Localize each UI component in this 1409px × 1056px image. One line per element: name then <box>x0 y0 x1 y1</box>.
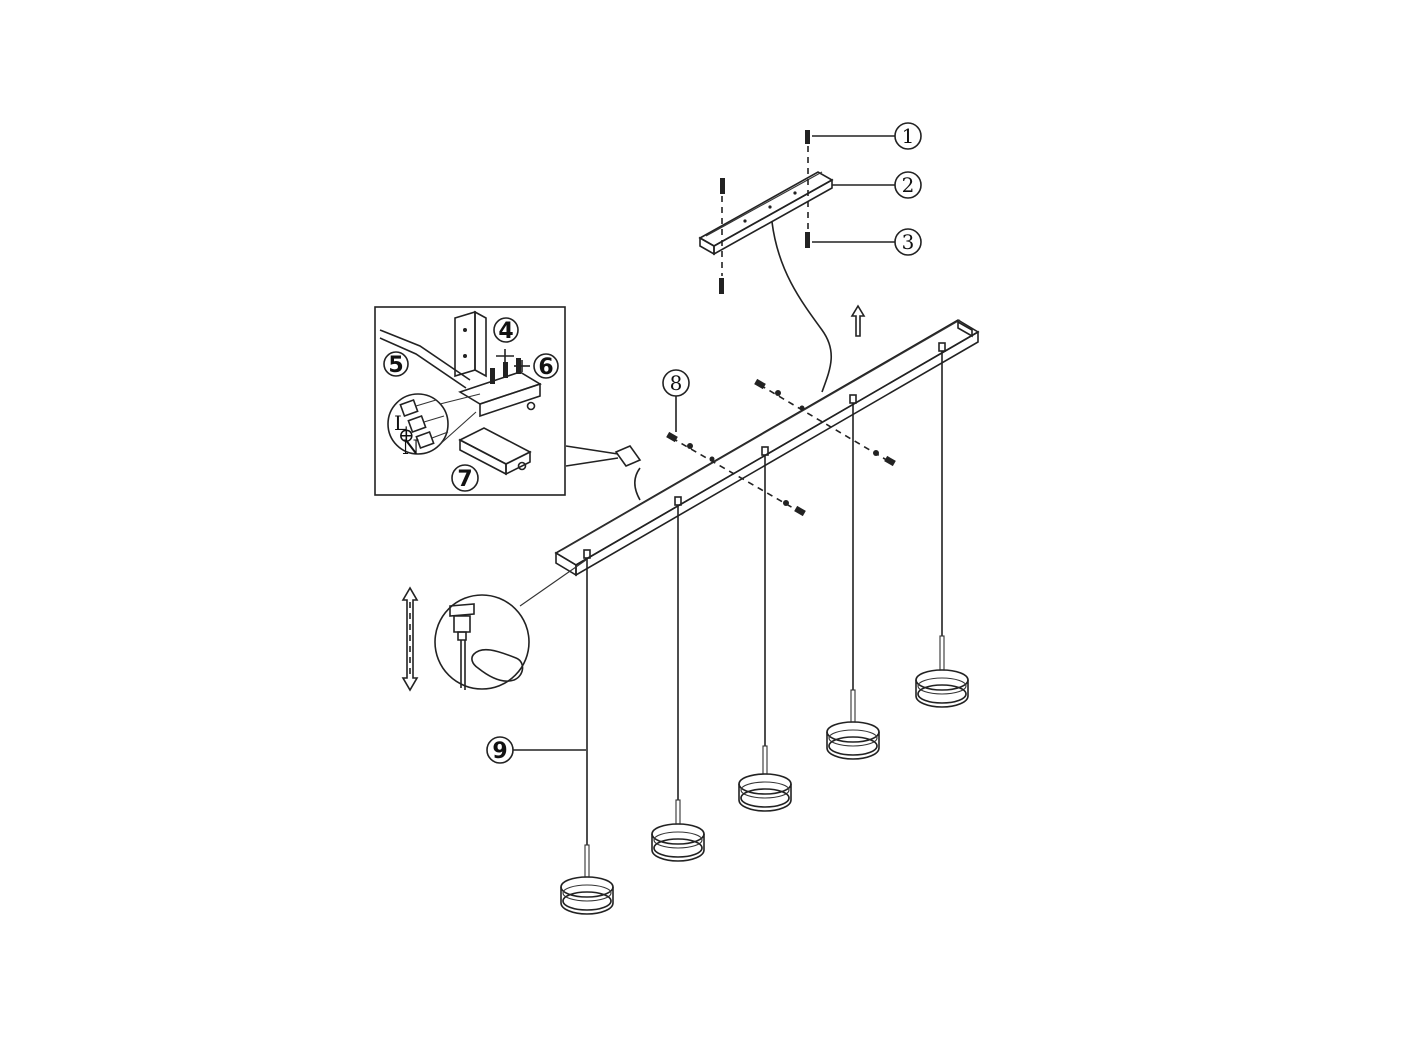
svg-text:6: 6 <box>538 355 553 380</box>
wiring-inset: L ⊕ N <box>374 306 566 496</box>
svg-text:L: L <box>394 411 407 435</box>
callout-8: 8 <box>662 369 690 432</box>
supply-wire <box>771 221 833 393</box>
bar-mounting-screws <box>666 378 896 517</box>
svg-text:9: 9 <box>492 739 507 764</box>
pendant-shade <box>826 721 880 760</box>
pendant-shade <box>560 876 614 915</box>
up-arrow-icon <box>850 304 866 337</box>
callout-3: 3 <box>894 228 922 256</box>
svg-text:N: N <box>402 435 420 459</box>
pendant-shade <box>651 823 705 862</box>
pendant-3 <box>738 446 792 812</box>
pendant-5 <box>915 342 969 708</box>
callout-1: 1 <box>894 122 922 150</box>
pendant-cable-clamp <box>849 394 857 404</box>
pendant-stem <box>939 635 945 671</box>
svg-text:2: 2 <box>902 173 915 197</box>
pendant-1 <box>560 549 614 915</box>
driver-wire <box>633 467 641 501</box>
ceiling-screws <box>719 130 810 294</box>
pendant-cable-clamp <box>938 342 946 352</box>
svg-text:⊕: ⊕ <box>398 423 415 447</box>
pendant-4 <box>826 394 880 760</box>
pendant-stem <box>584 844 590 878</box>
pendant-2 <box>651 496 705 862</box>
height-adjust-arrow-icon <box>401 586 419 692</box>
pendant-lights <box>560 342 969 915</box>
wire-connector <box>614 445 642 467</box>
pendant-shade <box>915 669 969 708</box>
svg-text:7: 7 <box>457 467 472 492</box>
callout-5: 5 <box>383 351 409 378</box>
callout-6: 6 <box>533 353 559 380</box>
svg-text:1: 1 <box>902 124 915 148</box>
pendant-stem <box>850 689 856 723</box>
svg-text:8: 8 <box>670 371 683 395</box>
pendant-stem <box>762 745 768 775</box>
height-adjust-detail <box>434 559 587 690</box>
callout-2: 2 <box>894 171 922 199</box>
pendant-shade <box>738 773 792 812</box>
svg-text:5: 5 <box>388 353 403 378</box>
callout-7: 7 <box>451 464 479 492</box>
svg-text:3: 3 <box>902 230 915 254</box>
svg-text:4: 4 <box>498 319 513 344</box>
ceiling-bracket <box>698 171 834 256</box>
canopy-bar <box>554 319 980 577</box>
pendant-stem <box>675 799 681 825</box>
callout-9: 9 <box>486 736 586 764</box>
callout-4: 4 <box>493 317 519 344</box>
